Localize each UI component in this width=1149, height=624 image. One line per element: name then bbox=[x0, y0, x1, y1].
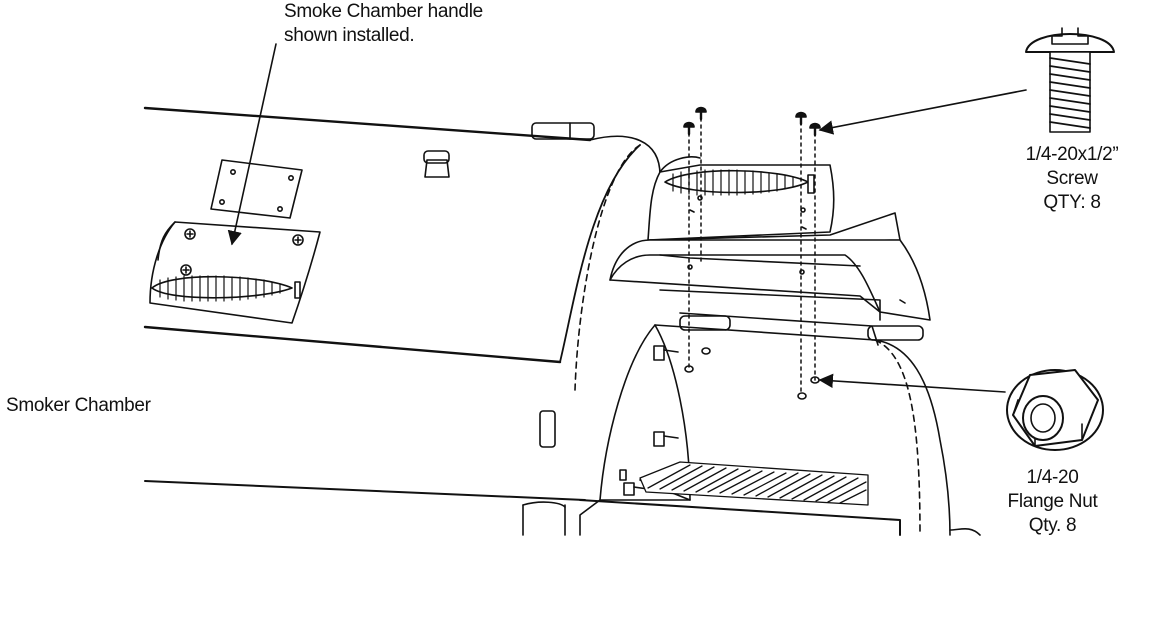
screw-name: Screw bbox=[1046, 168, 1098, 189]
flange-nut-icon bbox=[1006, 369, 1104, 451]
handle-callout-label: Smoke Chamber handle shown installed. bbox=[284, 0, 483, 48]
firebox bbox=[579, 312, 981, 536]
flange-nut-label: 1/4-20 Flange Nut Qty. 8 bbox=[985, 466, 1120, 538]
screw-callout-arrow bbox=[818, 89, 1027, 135]
screw-spec: 1/4-20x1/2” bbox=[1025, 144, 1119, 165]
alignment-lines bbox=[688, 117, 816, 396]
screw-qty: QTY: 8 bbox=[1043, 192, 1101, 213]
screw-label: 1/4-20x1/2” Screw QTY: 8 bbox=[1002, 143, 1142, 215]
smoker-chamber-body bbox=[143, 106, 661, 536]
smoke-chamber-lid bbox=[609, 212, 931, 321]
handle-callout-line1: Smoke Chamber handle bbox=[284, 1, 483, 22]
flange-nut-callout-arrow bbox=[818, 373, 1006, 393]
screw-icon bbox=[1025, 27, 1115, 133]
handle-callout-arrow bbox=[227, 43, 277, 246]
handle-mounting-plate bbox=[210, 159, 303, 219]
smoker-chamber-text: Smoker Chamber bbox=[6, 395, 151, 416]
smoke-chamber-handle-exploded bbox=[647, 156, 835, 241]
flange-nut-qty: Qty. 8 bbox=[1028, 515, 1077, 536]
fire-grate bbox=[639, 461, 869, 506]
installed-handle-spring bbox=[151, 275, 293, 302]
smoker-chamber-label: Smoker Chamber bbox=[6, 394, 151, 418]
flange-nut-spec: 1/4-20 bbox=[1026, 467, 1079, 488]
flange-nuts-exploded bbox=[684, 347, 820, 400]
screws-exploded bbox=[683, 106, 821, 137]
handle-callout-line2: shown installed. bbox=[284, 25, 415, 46]
flange-nut-name: Flange Nut bbox=[1007, 491, 1098, 512]
installed-handle bbox=[149, 221, 321, 324]
